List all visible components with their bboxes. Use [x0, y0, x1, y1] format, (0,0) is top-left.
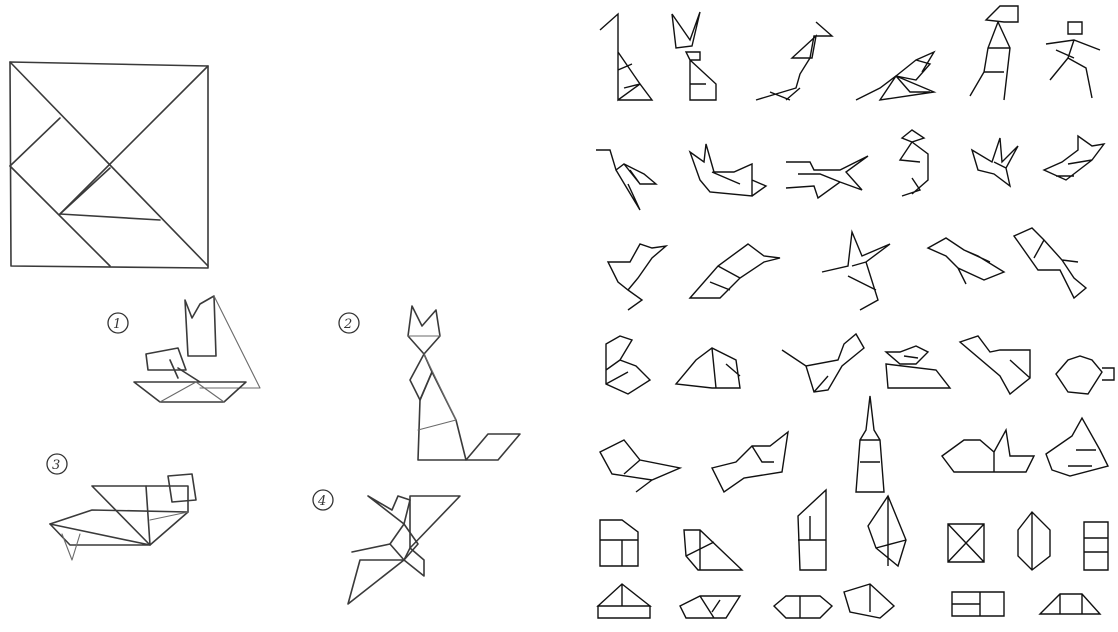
tangram-silhouette	[608, 244, 666, 310]
tangram-silhouette	[606, 336, 650, 394]
tangram-silhouette	[600, 440, 680, 492]
tangram-silhouette	[600, 14, 652, 100]
number-label-1: 1	[108, 313, 128, 333]
tangram-silhouette	[798, 490, 826, 570]
tangram-silhouette	[970, 6, 1018, 100]
tangram-silhouette	[786, 156, 868, 198]
tangram-silhouette	[822, 232, 890, 310]
number-label-3: 3	[47, 454, 67, 474]
tangram-silhouette	[1046, 418, 1108, 476]
tangram-silhouette	[1046, 22, 1100, 98]
tangram-silhouette	[856, 52, 934, 100]
tangram-silhouette	[1044, 136, 1104, 180]
tangram-silhouette	[672, 12, 716, 100]
tangram-silhouette	[596, 150, 656, 210]
tangram-silhouette	[774, 596, 832, 618]
tangram-silhouette	[1056, 356, 1114, 394]
tangram-silhouette	[948, 524, 984, 562]
tangram-silhouette	[600, 520, 638, 566]
tangram-silhouette	[676, 348, 740, 388]
tangram-silhouette	[598, 584, 650, 618]
tangram-figure-grid	[596, 6, 1114, 618]
tangram-silhouette	[942, 430, 1034, 472]
tangram-silhouette	[868, 496, 906, 566]
tangram-silhouette	[1040, 594, 1100, 614]
number-label-text: 2	[343, 317, 352, 332]
number-label-text: 4	[317, 494, 326, 509]
sketch-figure-3: 3	[47, 454, 196, 560]
tangram-silhouette	[972, 138, 1018, 186]
tangram-silhouette	[684, 530, 742, 570]
tangram-silhouette	[960, 336, 1030, 394]
number-label-text: 3	[52, 458, 60, 473]
tangram-silhouette	[782, 334, 864, 392]
tangram-silhouette	[952, 592, 1004, 616]
tangram-square-diagram	[10, 62, 208, 268]
number-label-text: 1	[113, 317, 121, 332]
tangram-silhouette	[900, 130, 928, 196]
tangram-silhouette	[690, 244, 780, 298]
tangram-silhouette	[680, 596, 740, 618]
sketch-figure-4: 4	[313, 490, 460, 604]
number-label-2: 2	[339, 313, 359, 333]
tangram-silhouette	[690, 144, 766, 196]
tangram-silhouette	[1014, 228, 1086, 298]
tangram-silhouette	[886, 346, 950, 388]
tangram-silhouette	[756, 22, 832, 100]
tangram-silhouette	[1018, 512, 1050, 570]
sketch-figure-1: 1	[108, 296, 260, 402]
tangram-silhouette	[928, 238, 1004, 284]
tangram-silhouette	[856, 396, 884, 492]
tangram-silhouette	[1084, 522, 1108, 570]
tangram-silhouette	[844, 584, 894, 618]
number-label-4: 4	[313, 490, 333, 510]
tangram-silhouette	[712, 432, 788, 492]
sketch-figure-2: 2	[339, 306, 520, 460]
